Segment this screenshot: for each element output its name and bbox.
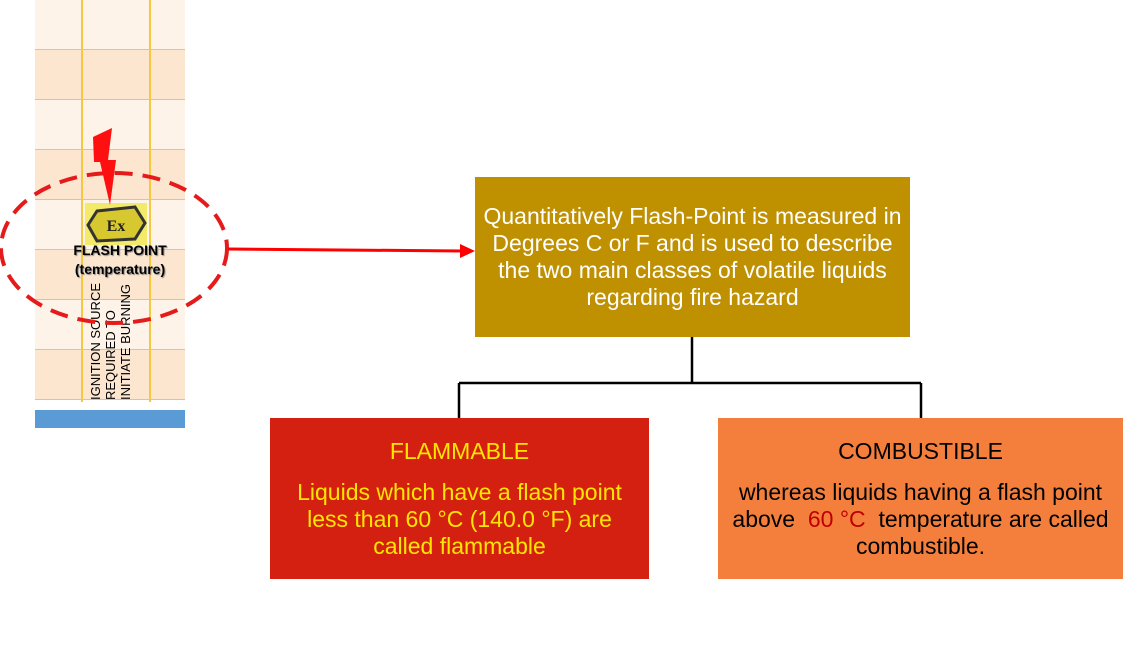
definition-text: Quantitatively Flash-Point is measured i… [483,203,902,310]
arrow-head-icon [460,244,475,258]
dashed-ellipse [0,171,229,325]
arrow-line [227,247,463,253]
ex-hazard-icon: Ex [85,203,147,245]
svg-text:Ex: Ex [107,218,126,235]
flammable-title: FLAMMABLE [389,437,530,464]
flash-point-label: FLASH POINT (temperature) [40,241,200,279]
combustible-text-before: whereas liquids having a flash point abo… [732,478,1103,532]
combustible-temperature: 60 °C [807,505,866,532]
tree-connector [457,337,923,418]
combustible-title: COMBUSTIBLE [838,437,1003,464]
lightning-icon [93,128,116,205]
combustible-text: whereas liquids having a flash point abo… [718,479,1123,560]
combustible-box: COMBUSTIBLE whereas liquids having a fla… [718,418,1123,579]
flash-point-title: FLASH POINT [73,242,167,258]
combustible-text-after: temperature are called combustible. [855,505,1109,559]
background-grid [35,0,185,402]
flash-point-definition-box: Quantitatively Flash-Point is measured i… [475,177,910,337]
flash-point-subtitle: (temperature) [74,261,166,277]
flammable-box: FLAMMABLE Liquids which have a flash poi… [270,418,649,579]
flammable-text: Liquids which have a flash point less th… [297,478,622,559]
blue-bar [35,410,185,428]
